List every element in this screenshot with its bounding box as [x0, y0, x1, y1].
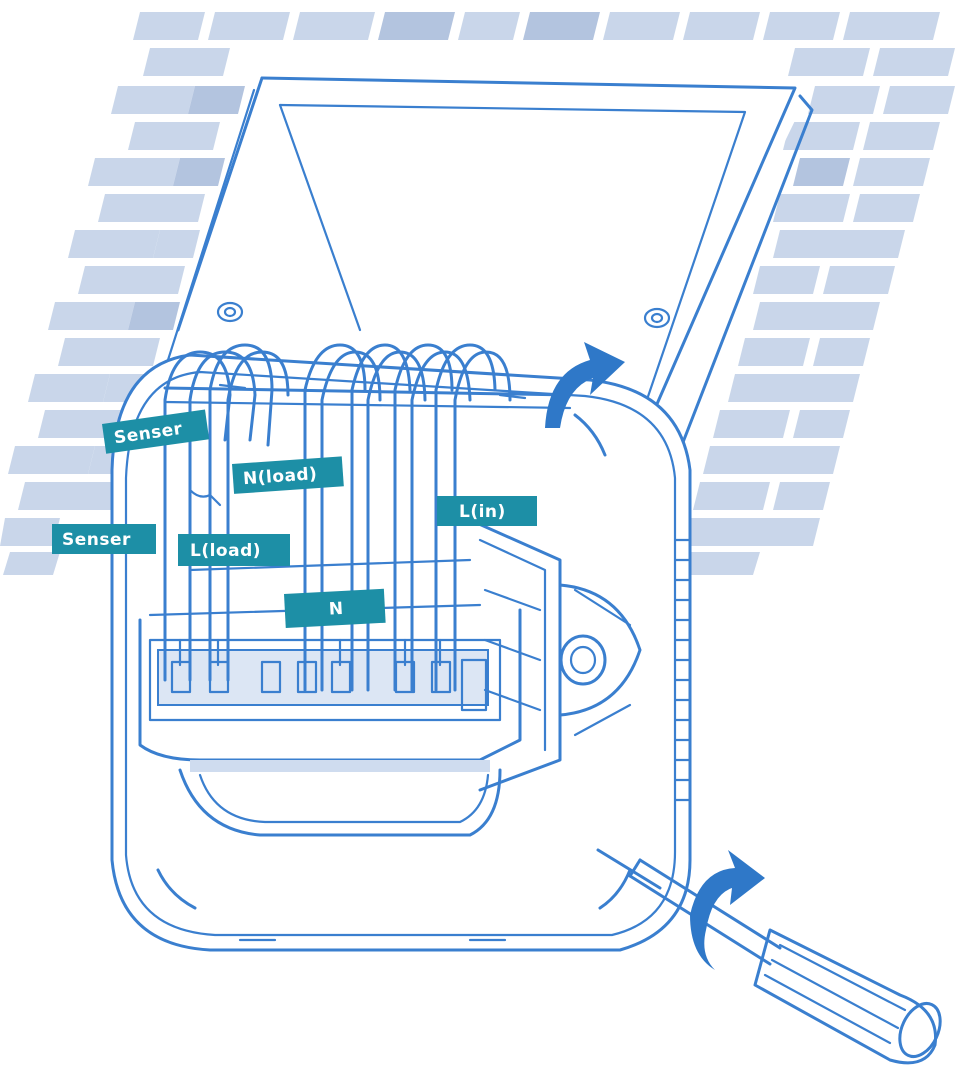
label-n: N — [284, 588, 386, 628]
mounting-frame — [166, 76, 814, 452]
rotate-arrow-icon — [545, 342, 625, 428]
label-l-load: L(load) — [178, 534, 290, 566]
label-sensor-left: Senser — [52, 524, 156, 554]
side-ridges — [674, 538, 692, 802]
label-l-in: L(in) — [437, 496, 537, 526]
screwdriver-icon — [596, 848, 942, 1065]
brick-wall-icon — [0, 12, 955, 575]
svg-text:L(in): L(in) — [459, 502, 506, 522]
wires — [163, 343, 572, 692]
svg-text:L(load): L(load) — [190, 541, 261, 561]
svg-text:N: N — [328, 599, 344, 620]
label-n-load: N(load) — [232, 456, 344, 494]
svg-text:Senser: Senser — [62, 530, 131, 550]
label-sensor-top: Senser — [102, 409, 210, 454]
